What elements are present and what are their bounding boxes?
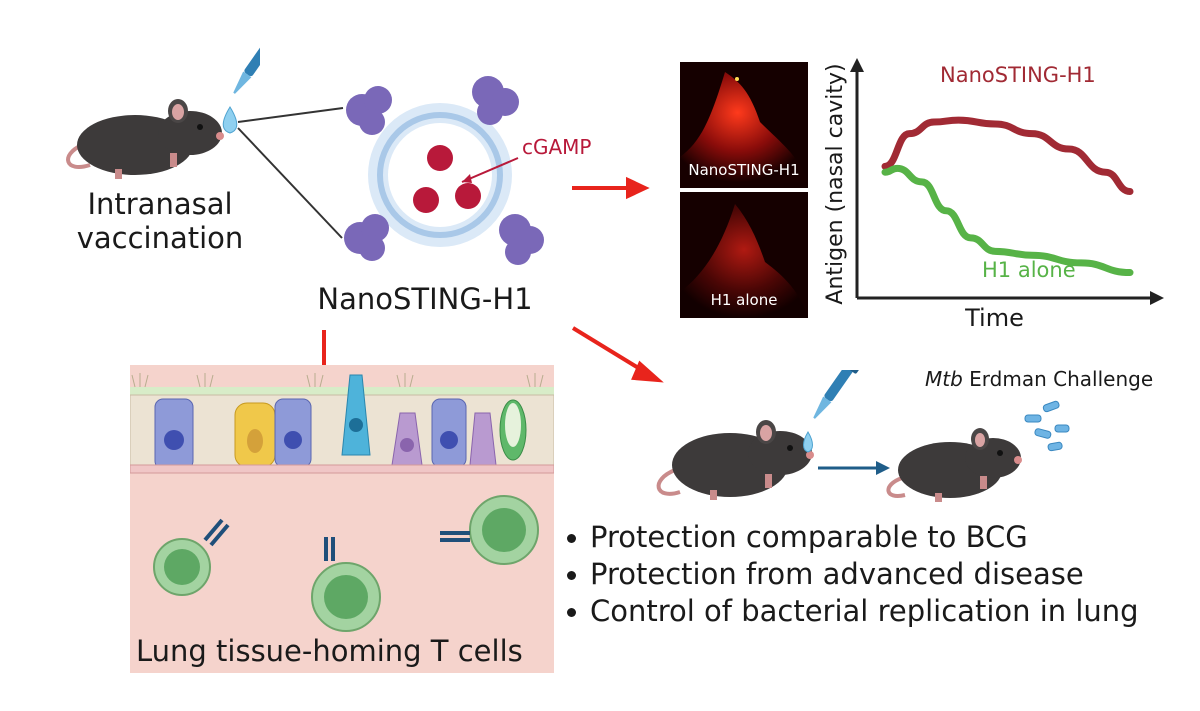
series-line-h1-alone (881, 164, 1134, 277)
mouse-eye (197, 124, 203, 130)
y-axis-label: Antigen (nasal cavity) (823, 63, 848, 304)
arrow-to-imaging-head (626, 176, 650, 200)
challenged-mouse (886, 428, 1022, 502)
nanosting-fluorescence-image: NanoSTING-H1 (680, 62, 808, 188)
y-axis-arrowhead (850, 58, 864, 72)
mouse-tail (66, 143, 91, 169)
h1-protein-icon (344, 76, 544, 265)
droplet-icon (222, 106, 238, 134)
lung-tcells-label: Lung tissue-homing T cells (136, 634, 523, 668)
series-line-nanosting-h1 (881, 116, 1134, 195)
pipette-icon (813, 370, 861, 419)
basement-membrane (130, 464, 554, 474)
nanosting-particle-illustration (344, 76, 544, 265)
cilia (131, 373, 544, 388)
droplet-icon (803, 431, 813, 453)
nanosting-image-caption: NanoSTING-H1 (688, 161, 800, 179)
mtb-challenge-label: Mtb Erdman Challenge (925, 367, 1153, 391)
mouse-head (158, 111, 222, 155)
series-label-h1-alone: H1 alone (982, 258, 1076, 282)
epithelial-cells (154, 374, 527, 470)
intranasal-vaccination-label: Intranasal vaccination (76, 187, 244, 255)
cgamp-pointer (461, 157, 519, 183)
series-label-nanosting-h1: NanoSTING-H1 (940, 63, 1096, 87)
mtb-italic: Mtb (925, 367, 963, 391)
mouse-nose (216, 132, 224, 140)
intranasal-mouse-illustration (66, 45, 260, 179)
bacteria-icon (1024, 400, 1070, 452)
x-axis-arrowhead (1150, 291, 1164, 305)
arrow-to-challenge-head (631, 360, 664, 383)
lung-tissue-illustration (130, 365, 554, 673)
nanosting-label: NanoSTING-H1 (317, 282, 533, 316)
h1-fluorescence-image: H1 alone (680, 192, 808, 318)
cgamp-label: cGAMP (522, 135, 592, 159)
mtb-rest: Erdman Challenge (962, 367, 1154, 391)
h1-image-caption: H1 alone (710, 291, 778, 309)
outcome-list: Protection comparable to BCG Protection … (564, 519, 1139, 630)
pipette-icon (233, 45, 260, 94)
x-axis-label: Time (964, 304, 1024, 332)
vaccinated-mouse (656, 420, 814, 500)
list-item: Protection comparable to BCG (564, 519, 1139, 556)
arrow-to-challenge (571, 326, 647, 374)
list-item: Protection from advanced disease (564, 556, 1139, 593)
challenge-mice-illustration (656, 370, 1070, 502)
list-item: Control of bacterial replication in lung (564, 593, 1139, 630)
cgamp-bead-icon (413, 145, 481, 213)
tcr-receptor-icon (203, 518, 470, 561)
